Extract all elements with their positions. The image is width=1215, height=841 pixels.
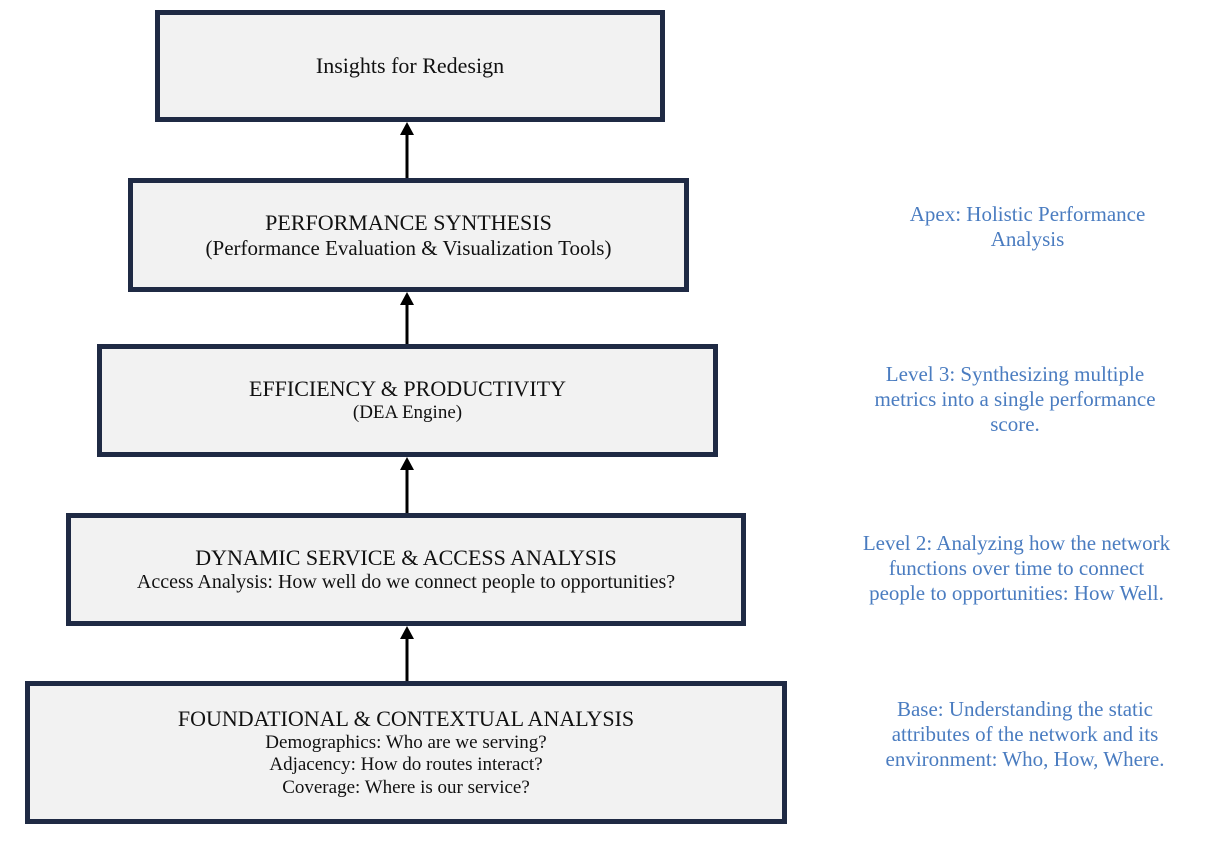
label-apex-line: Analysis	[990, 227, 1065, 252]
label-level-3: Level 3: Synthesizing multiple metrics i…	[820, 362, 1210, 438]
box-foundation-title: FOUNDATIONAL & CONTEXTUAL ANALYSIS	[177, 705, 635, 731]
arrow-up-foundation-to-dynamic	[400, 626, 414, 681]
box-foundational-contextual: FOUNDATIONAL & CONTEXTUAL ANALYSIS Demog…	[25, 681, 787, 824]
box-efficiency-title: EFFICIENCY & PRODUCTIVITY	[249, 376, 566, 402]
label-base-line: environment: Who, How, Where.	[885, 747, 1165, 772]
label-base: Base: Understanding the static attribute…	[840, 697, 1210, 773]
box-performance-synthesis: PERFORMANCE SYNTHESIS (Performance Evalu…	[128, 178, 689, 292]
box-dynamic-title: DYNAMIC SERVICE & ACCESS ANALYSIS	[195, 544, 617, 570]
box-synthesis-subtitle: (Performance Evaluation & Visualization …	[205, 235, 612, 260]
box-foundation-line: Demographics: Who are we serving?	[265, 731, 547, 753]
arrow-up-efficiency-to-synthesis	[400, 292, 414, 344]
box-insights-title: Insights for Redesign	[315, 53, 505, 79]
box-insights-for-redesign: Insights for Redesign	[155, 10, 665, 122]
label-level-2-line: people to opportunities: How Well.	[869, 581, 1164, 606]
box-dynamic-service-access: DYNAMIC SERVICE & ACCESS ANALYSIS Access…	[66, 513, 746, 626]
box-foundation-line: Adjacency: How do routes interact?	[269, 754, 543, 776]
label-apex: Apex: Holistic Performance Analysis	[850, 202, 1205, 252]
label-level-3-line: score.	[990, 412, 1040, 437]
label-level-3-line: metrics into a single performance	[874, 387, 1156, 412]
arrow-up-synthesis-to-insights	[400, 122, 414, 178]
arrow-up-dynamic-to-efficiency	[400, 457, 414, 513]
box-efficiency-productivity: EFFICIENCY & PRODUCTIVITY (DEA Engine)	[97, 344, 718, 457]
label-base-line: Base: Understanding the static	[896, 697, 1154, 721]
label-level-3-line: Level 3: Synthesizing multiple	[885, 362, 1145, 386]
box-synthesis-title: PERFORMANCE SYNTHESIS	[265, 209, 552, 235]
box-dynamic-subtitle: Access Analysis: How well do we connect …	[136, 570, 676, 593]
box-foundation-line: Coverage: Where is our service?	[282, 776, 530, 798]
label-apex-line: Apex: Holistic Performance	[909, 202, 1146, 226]
label-level-2-line: functions over time to connect	[888, 556, 1145, 581]
label-level-2: Level 2: Analyzing how the network funct…	[818, 531, 1215, 607]
label-level-2-line: Level 2: Analyzing how the network	[862, 531, 1171, 555]
box-efficiency-subtitle: (DEA Engine)	[352, 402, 463, 424]
label-base-line: attributes of the network and its	[891, 722, 1159, 747]
